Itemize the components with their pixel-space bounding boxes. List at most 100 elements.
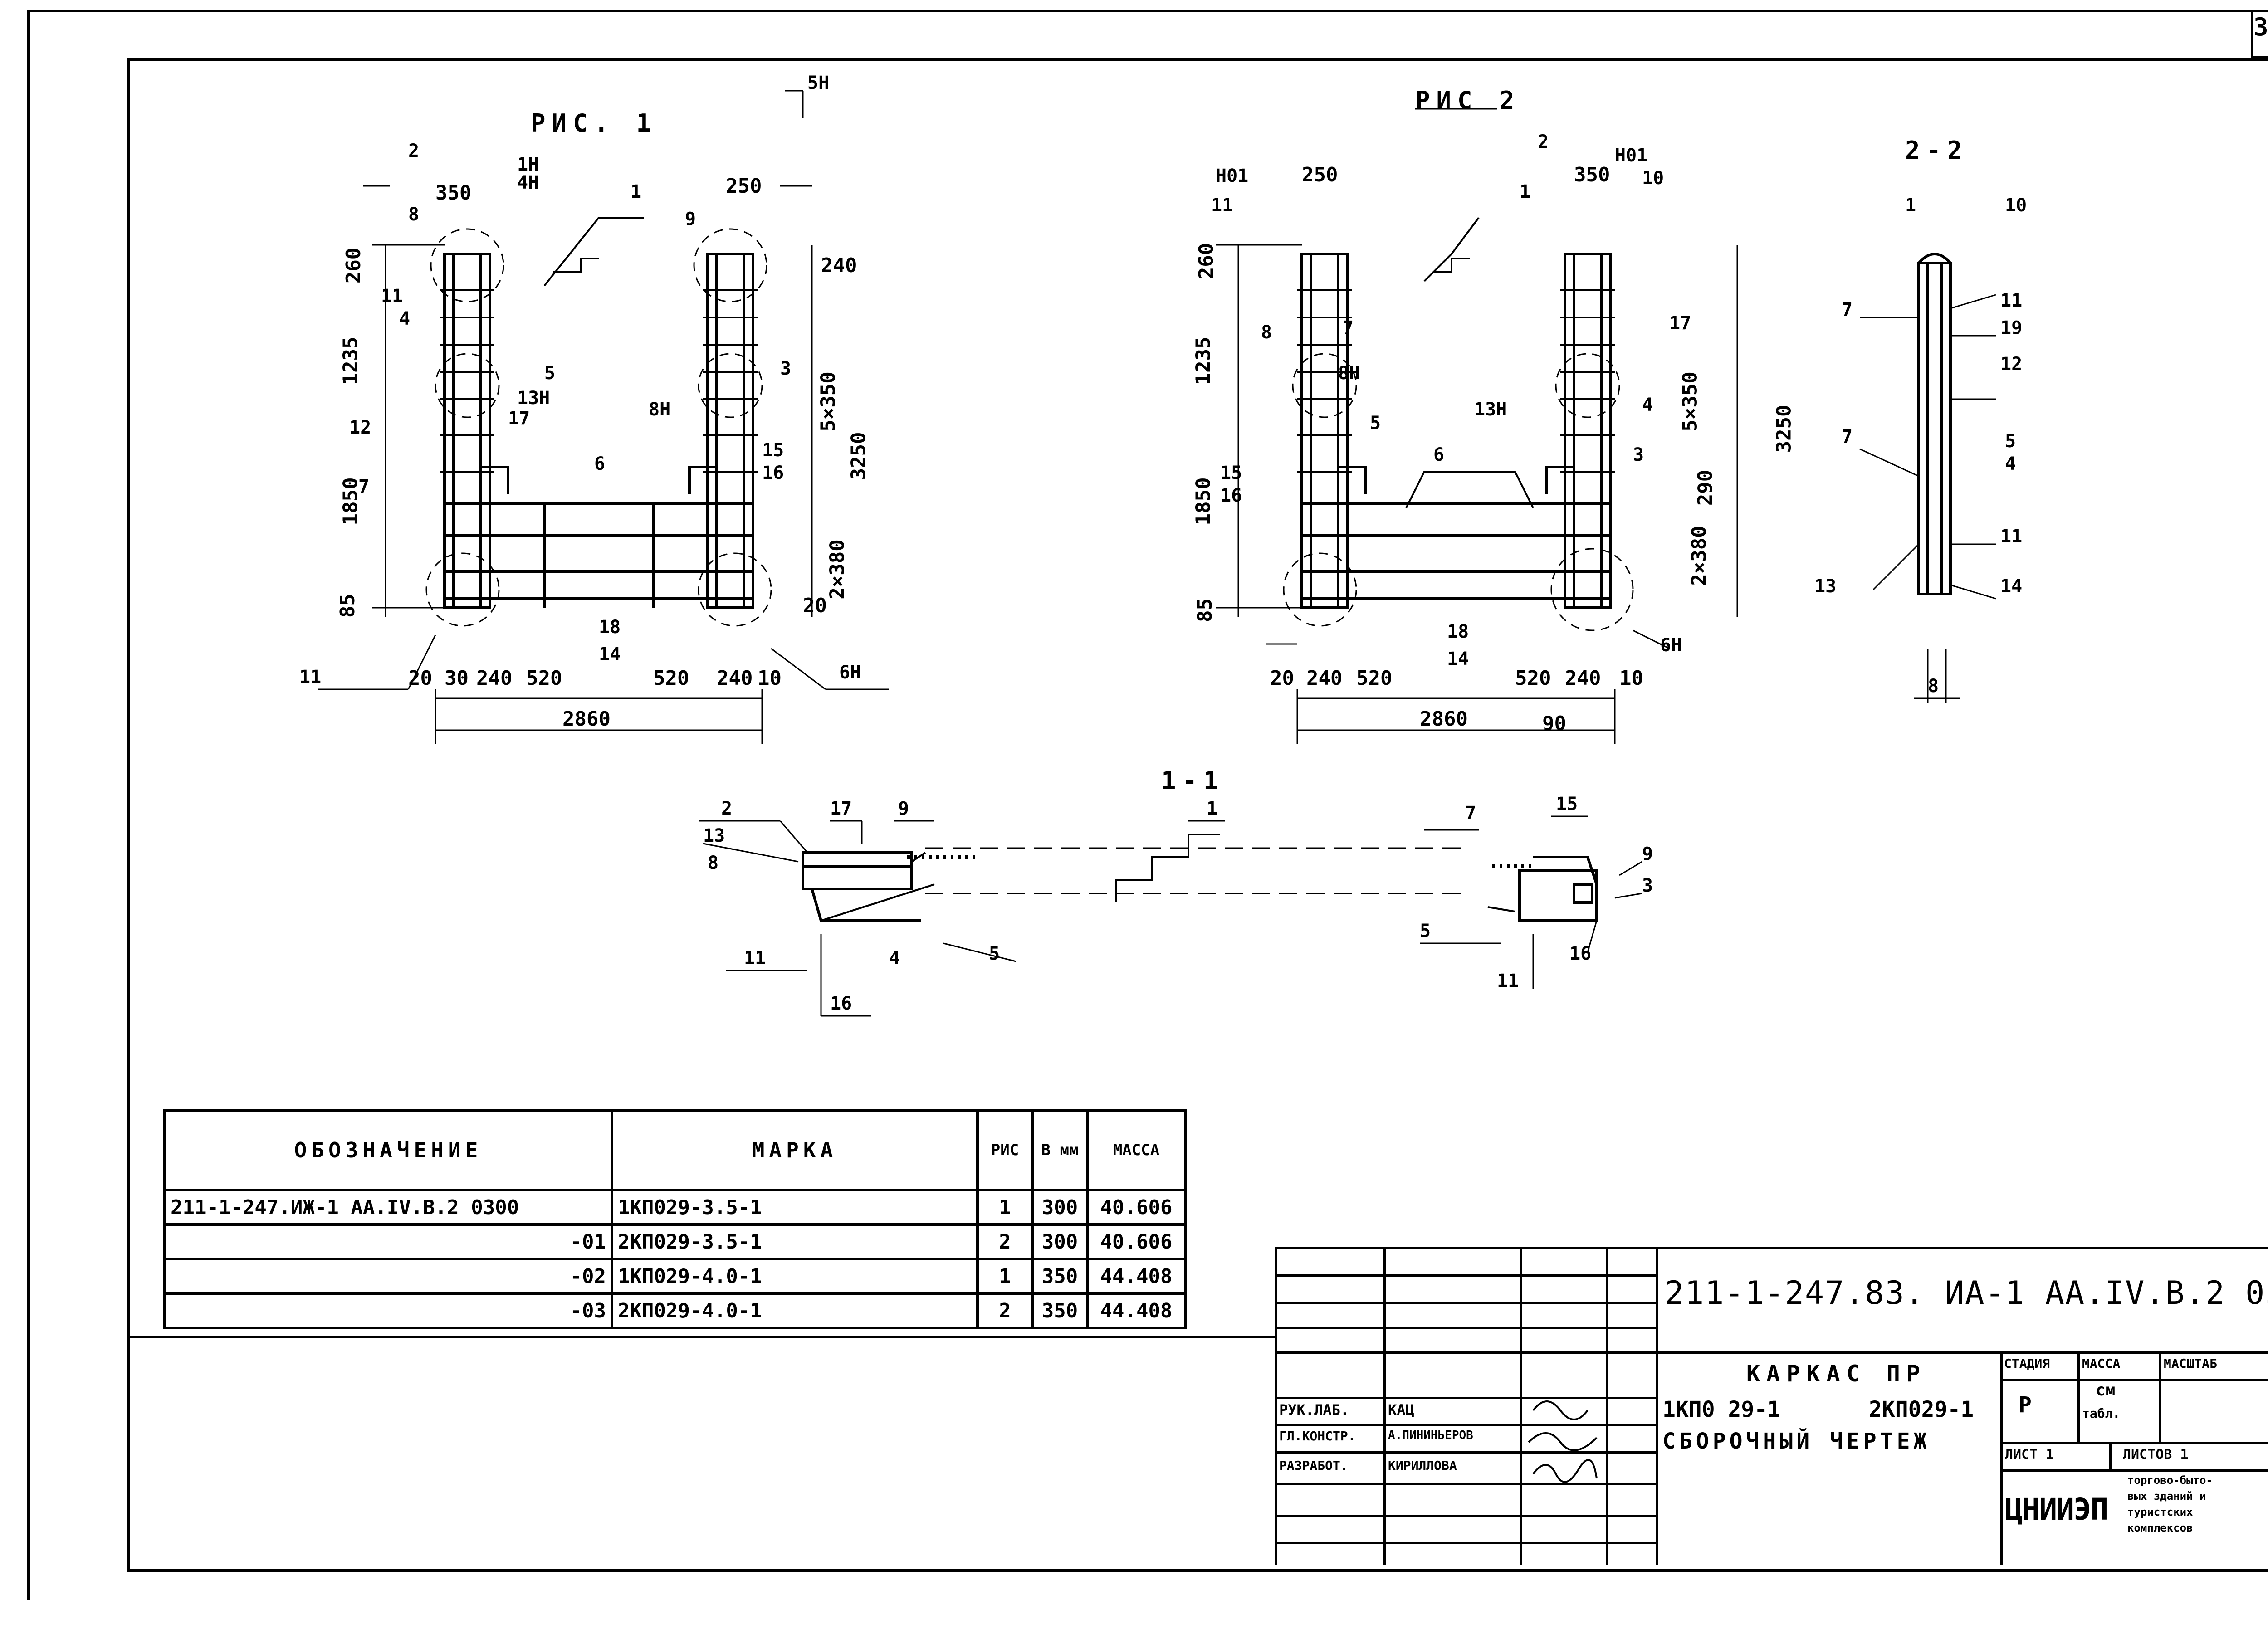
signatures — [1528, 1400, 1598, 1483]
fig2-pos: 6 — [1433, 444, 1445, 465]
name-1: КАЦ — [1388, 1401, 1414, 1419]
fig1-dim: 240 — [821, 254, 857, 277]
row-mass: 44.408 — [1086, 1258, 1187, 1295]
row-mass: 40.606 — [1086, 1189, 1187, 1226]
section11-pos: 9 — [1642, 844, 1653, 864]
mass-value: см — [2096, 1381, 2116, 1400]
org-desc-3: туристских — [2127, 1506, 2193, 1518]
fig2-mark: 13Н — [1474, 399, 1507, 420]
fig2-dim: 2×380 — [1687, 526, 1711, 586]
doc-code: 211-1-247.83. ИА-1 АА.IV.В.2 0300 — [1665, 1274, 2268, 1312]
row-fig: 2 — [976, 1292, 1034, 1329]
section22-pos: 5 — [2005, 431, 2016, 452]
fig1-mark: 8Н — [649, 399, 671, 420]
section11-pos: 7 — [1465, 803, 1476, 824]
org-desc-1: торгово-быто- — [2127, 1474, 2213, 1487]
row-b: 300 — [1031, 1223, 1089, 1260]
page-number-box — [2251, 11, 2268, 59]
fig1-pos: 2 — [408, 141, 420, 161]
doc-name-line2a: 1КП0 29-1 — [1662, 1397, 1781, 1422]
org-desc-4: комплексов — [2127, 1522, 2193, 1534]
row-b: 300 — [1031, 1189, 1089, 1226]
section11-pos: 11 — [744, 948, 766, 969]
row-mass: 40.606 — [1086, 1223, 1187, 1260]
section-1-1-title: 1-1 — [1161, 766, 1225, 795]
fig1-pos: 1 — [631, 181, 642, 202]
fig2-dim: 520 — [1356, 667, 1393, 690]
fig1-dim: 20 — [408, 667, 432, 690]
fig1-mark: 14 — [599, 644, 621, 665]
fig2-dimension-lines — [1216, 108, 1738, 744]
fig2-dim: 90 — [1542, 712, 1566, 735]
fig1-pos: 16 — [762, 463, 784, 483]
fig2-dim: 10 — [1619, 667, 1643, 690]
fig1-mark: 4Н — [517, 172, 539, 193]
table-row: -02 1КП029-4.0-1 1 350 44.408 — [163, 1258, 1187, 1295]
section11-pos: 5 — [989, 943, 1000, 964]
fig1-pos: 4 — [399, 308, 411, 329]
section22-pos: 13 — [1814, 576, 1837, 597]
fig2-mark: 8Н — [1338, 363, 1360, 384]
fig2-pos: 11 — [1211, 195, 1233, 216]
section11-pos: 16 — [1569, 943, 1592, 964]
fig2-dim: 20 — [1270, 667, 1294, 690]
row-designation: -01 — [163, 1223, 613, 1260]
section22-pos: 7 — [1842, 299, 1853, 320]
section22-pos: 19 — [2000, 317, 2023, 338]
fig1-dim: 2×380 — [826, 539, 849, 600]
fig2-dim: 3250 — [1772, 405, 1796, 453]
fig2-dim-total: 2860 — [1420, 707, 1468, 731]
fig1-cage — [425, 217, 772, 627]
fig1-pos: 17 — [508, 408, 530, 429]
fig1-dim: 520 — [653, 667, 689, 690]
section11-pos: 11 — [1497, 971, 1519, 991]
fig1-pos: 11 — [299, 667, 322, 688]
fig2-dim: 290 — [1694, 469, 1717, 506]
row-b: 350 — [1031, 1258, 1089, 1295]
fig1-mark: 13Н — [517, 388, 550, 409]
role-3: РАЗРАБОТ. — [1279, 1458, 1348, 1473]
fig1-pos: 7 — [358, 476, 370, 497]
fig1-pos: 8 — [408, 204, 420, 225]
fig2-mark: Н01 — [1216, 166, 1249, 186]
section-1-1 — [699, 815, 1642, 1017]
name-2: А.ПИНИНЬЕРОВ — [1388, 1429, 1473, 1442]
fig2-pos: 5 — [1370, 413, 1381, 434]
fig2-dim: 5×350 — [1678, 371, 1702, 432]
fig1-dim: 20 — [803, 594, 827, 617]
fig2-pos: 16 — [1220, 485, 1242, 506]
section11-pos: 8 — [708, 853, 719, 873]
section11-pos: 4 — [889, 948, 900, 969]
org-desc-2: вых зданий и — [2127, 1490, 2206, 1502]
row-designation: -02 — [163, 1258, 613, 1295]
header-mark: МАРКА — [611, 1109, 979, 1191]
stage-value: Р — [2019, 1392, 2032, 1418]
section11-pos: 17 — [830, 798, 852, 819]
table-row: -03 2КП029-4.0-1 2 350 44.408 — [163, 1292, 1187, 1329]
section-2-2 — [1859, 253, 1996, 703]
fig2-dim: 1850 — [1192, 477, 1215, 526]
fig2-pos: 10 — [1642, 168, 1664, 189]
fig2-dim: 240 — [1565, 667, 1601, 690]
section22-pos: 4 — [2005, 454, 2016, 474]
fig1-dim: 520 — [526, 667, 562, 690]
section11-pos: 3 — [1642, 875, 1653, 896]
table-header-row: ОБОЗНАЧЕНИЕ МАРКА РИС В мм МАССА — [163, 1109, 1187, 1191]
section11-pos: 5 — [1420, 921, 1431, 941]
doc-name-line3: СБОРОЧНЫЙ ЧЕРТЕЖ — [1662, 1429, 1931, 1454]
section11-pos: 1 — [1207, 798, 1218, 819]
fig2-dim: 1235 — [1192, 337, 1215, 385]
role-1: РУК.ЛАБ. — [1279, 1401, 1349, 1419]
page-number: 30 — [2253, 13, 2268, 41]
fig1-mark: 1Н — [517, 154, 539, 175]
fig1-dim: 240 — [476, 667, 513, 690]
row-mark: 2КП029-4.0-1 — [611, 1292, 979, 1329]
org-logo: ЦНИИЭП — [2005, 1492, 2108, 1527]
mass-label: МАССА — [2082, 1356, 2121, 1371]
fig2-dim: 250 — [1302, 163, 1338, 186]
fig2-dim: 260 — [1195, 243, 1218, 279]
fig1-dim: 5×350 — [816, 371, 840, 432]
fig2-pos: 8 — [1261, 322, 1272, 343]
fig1-dim: 30 — [445, 667, 469, 690]
row-mark: 1КП029-4.0-1 — [611, 1258, 979, 1295]
